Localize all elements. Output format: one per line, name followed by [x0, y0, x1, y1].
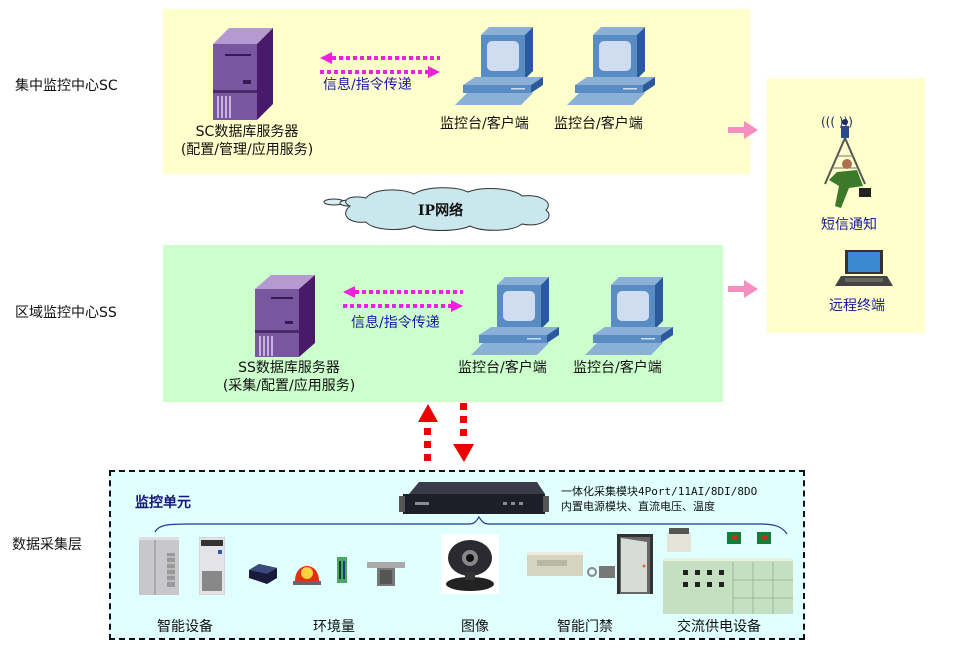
sc-info-link-arrows: [318, 52, 443, 82]
ss-monitoring-center-panel: SS数据库服务器 (采集/配置/应用服务) 信息/指令传递 监控台/客户端: [163, 245, 723, 402]
ip-network-cloud: IP网络: [322, 186, 558, 232]
sc-server-name: SC数据库服务器: [195, 124, 299, 140]
ss-server-role: (采集/配置/应用服务): [222, 378, 356, 394]
sc-to-notify-arrow: [728, 121, 760, 139]
precision-air-conditioner-icon: [199, 537, 225, 595]
ss-client-2-label: 监控台/客户端: [573, 360, 662, 376]
smart-ups-cabinet-icon: [139, 537, 181, 595]
power-meter-board-2-icon: [757, 532, 771, 544]
data-collection-layer-panel: 监控单元 一体化采集模块4Port/11AI/8DI/8DO 内置电源模块、直流…: [109, 470, 805, 640]
integrated-collector-device-icon: [399, 480, 549, 520]
video-camera-icon: [441, 534, 499, 594]
ss-to-notify-arrow: [728, 280, 760, 298]
ss-server-icon: [251, 273, 321, 358]
group-label-smart-devices: 智能设备: [157, 619, 213, 635]
card-reader-icon: [587, 564, 615, 580]
layer-label-collection: 数据采集层: [12, 537, 82, 553]
power-sensor-module-icon: [667, 528, 693, 554]
sc-server-role: (配置/管理/应用服务): [180, 142, 314, 158]
group-label-access-control: 智能门禁: [557, 619, 613, 635]
svg-text:((( ))): ((( ))): [821, 115, 853, 129]
ss-client-1-label: 监控台/客户端: [458, 360, 547, 376]
sms-notify-label: 短信通知: [821, 217, 877, 233]
monitoring-unit-title: 监控单元: [135, 495, 191, 511]
temperature-humidity-sensor-icon: [247, 562, 279, 586]
ac-power-distribution-panel-icon: [663, 558, 793, 614]
ss-client-2-icon: [583, 277, 678, 357]
sc-client-1-label: 监控台/客户端: [440, 116, 529, 132]
ss-info-link-arrows: [341, 286, 466, 316]
water-leak-sensor-icon: [337, 557, 347, 583]
uplink-downlink-arrows: [416, 402, 478, 464]
monitoring-unit-brace: [151, 516, 791, 536]
alarm-beacon-icon: [291, 557, 323, 587]
collector-module-features: 内置电源模块、直流电压、温度: [561, 500, 715, 513]
layer-label-ss: 区域监控中心SS: [15, 305, 117, 321]
group-label-environment: 环境量: [313, 619, 355, 635]
layer-label-sc: 集中监控中心SC: [15, 78, 118, 94]
collector-module-description: 一体化采集模块4Port/11AI/8DI/8DO 内置电源模块、直流电压、温度: [561, 484, 757, 514]
remote-terminal-label: 远程终端: [829, 298, 885, 314]
sc-info-link-label: 信息/指令传递: [323, 77, 412, 93]
sms-tower-icon: ((( ))): [819, 112, 879, 212]
sc-server-caption: SC数据库服务器 (配置/管理/应用服务): [167, 123, 327, 159]
sc-client-1-icon: [453, 27, 548, 107]
smoke-detector-icon: [367, 562, 407, 586]
collector-module-spec: 一体化采集模块4Port/11AI/8DI/8DO: [561, 485, 758, 498]
access-controller-icon: [527, 550, 583, 578]
sc-client-2-icon: [565, 27, 660, 107]
notification-panel: ((( ))) 短信通知 远程终端: [767, 78, 925, 333]
power-meter-board-1-icon: [727, 532, 741, 544]
ss-server-caption: SS数据库服务器 (采集/配置/应用服务): [209, 359, 369, 395]
sc-monitoring-center-panel: SC数据库服务器 (配置/管理/应用服务) 信息/指令传递 监控台/客户端: [163, 9, 750, 174]
door-icon: [617, 534, 653, 594]
ss-info-link-label: 信息/指令传递: [351, 315, 440, 331]
group-label-video: 图像: [461, 619, 489, 635]
remote-terminal-laptop-icon: [835, 248, 893, 288]
group-label-ac-power: 交流供电设备: [677, 619, 761, 635]
sc-server-icon: [209, 26, 279, 121]
ss-client-1-icon: [469, 277, 564, 357]
ss-server-name: SS数据库服务器: [238, 360, 340, 376]
ip-network-label: IP网络: [418, 203, 464, 219]
sc-client-2-label: 监控台/客户端: [554, 116, 643, 132]
